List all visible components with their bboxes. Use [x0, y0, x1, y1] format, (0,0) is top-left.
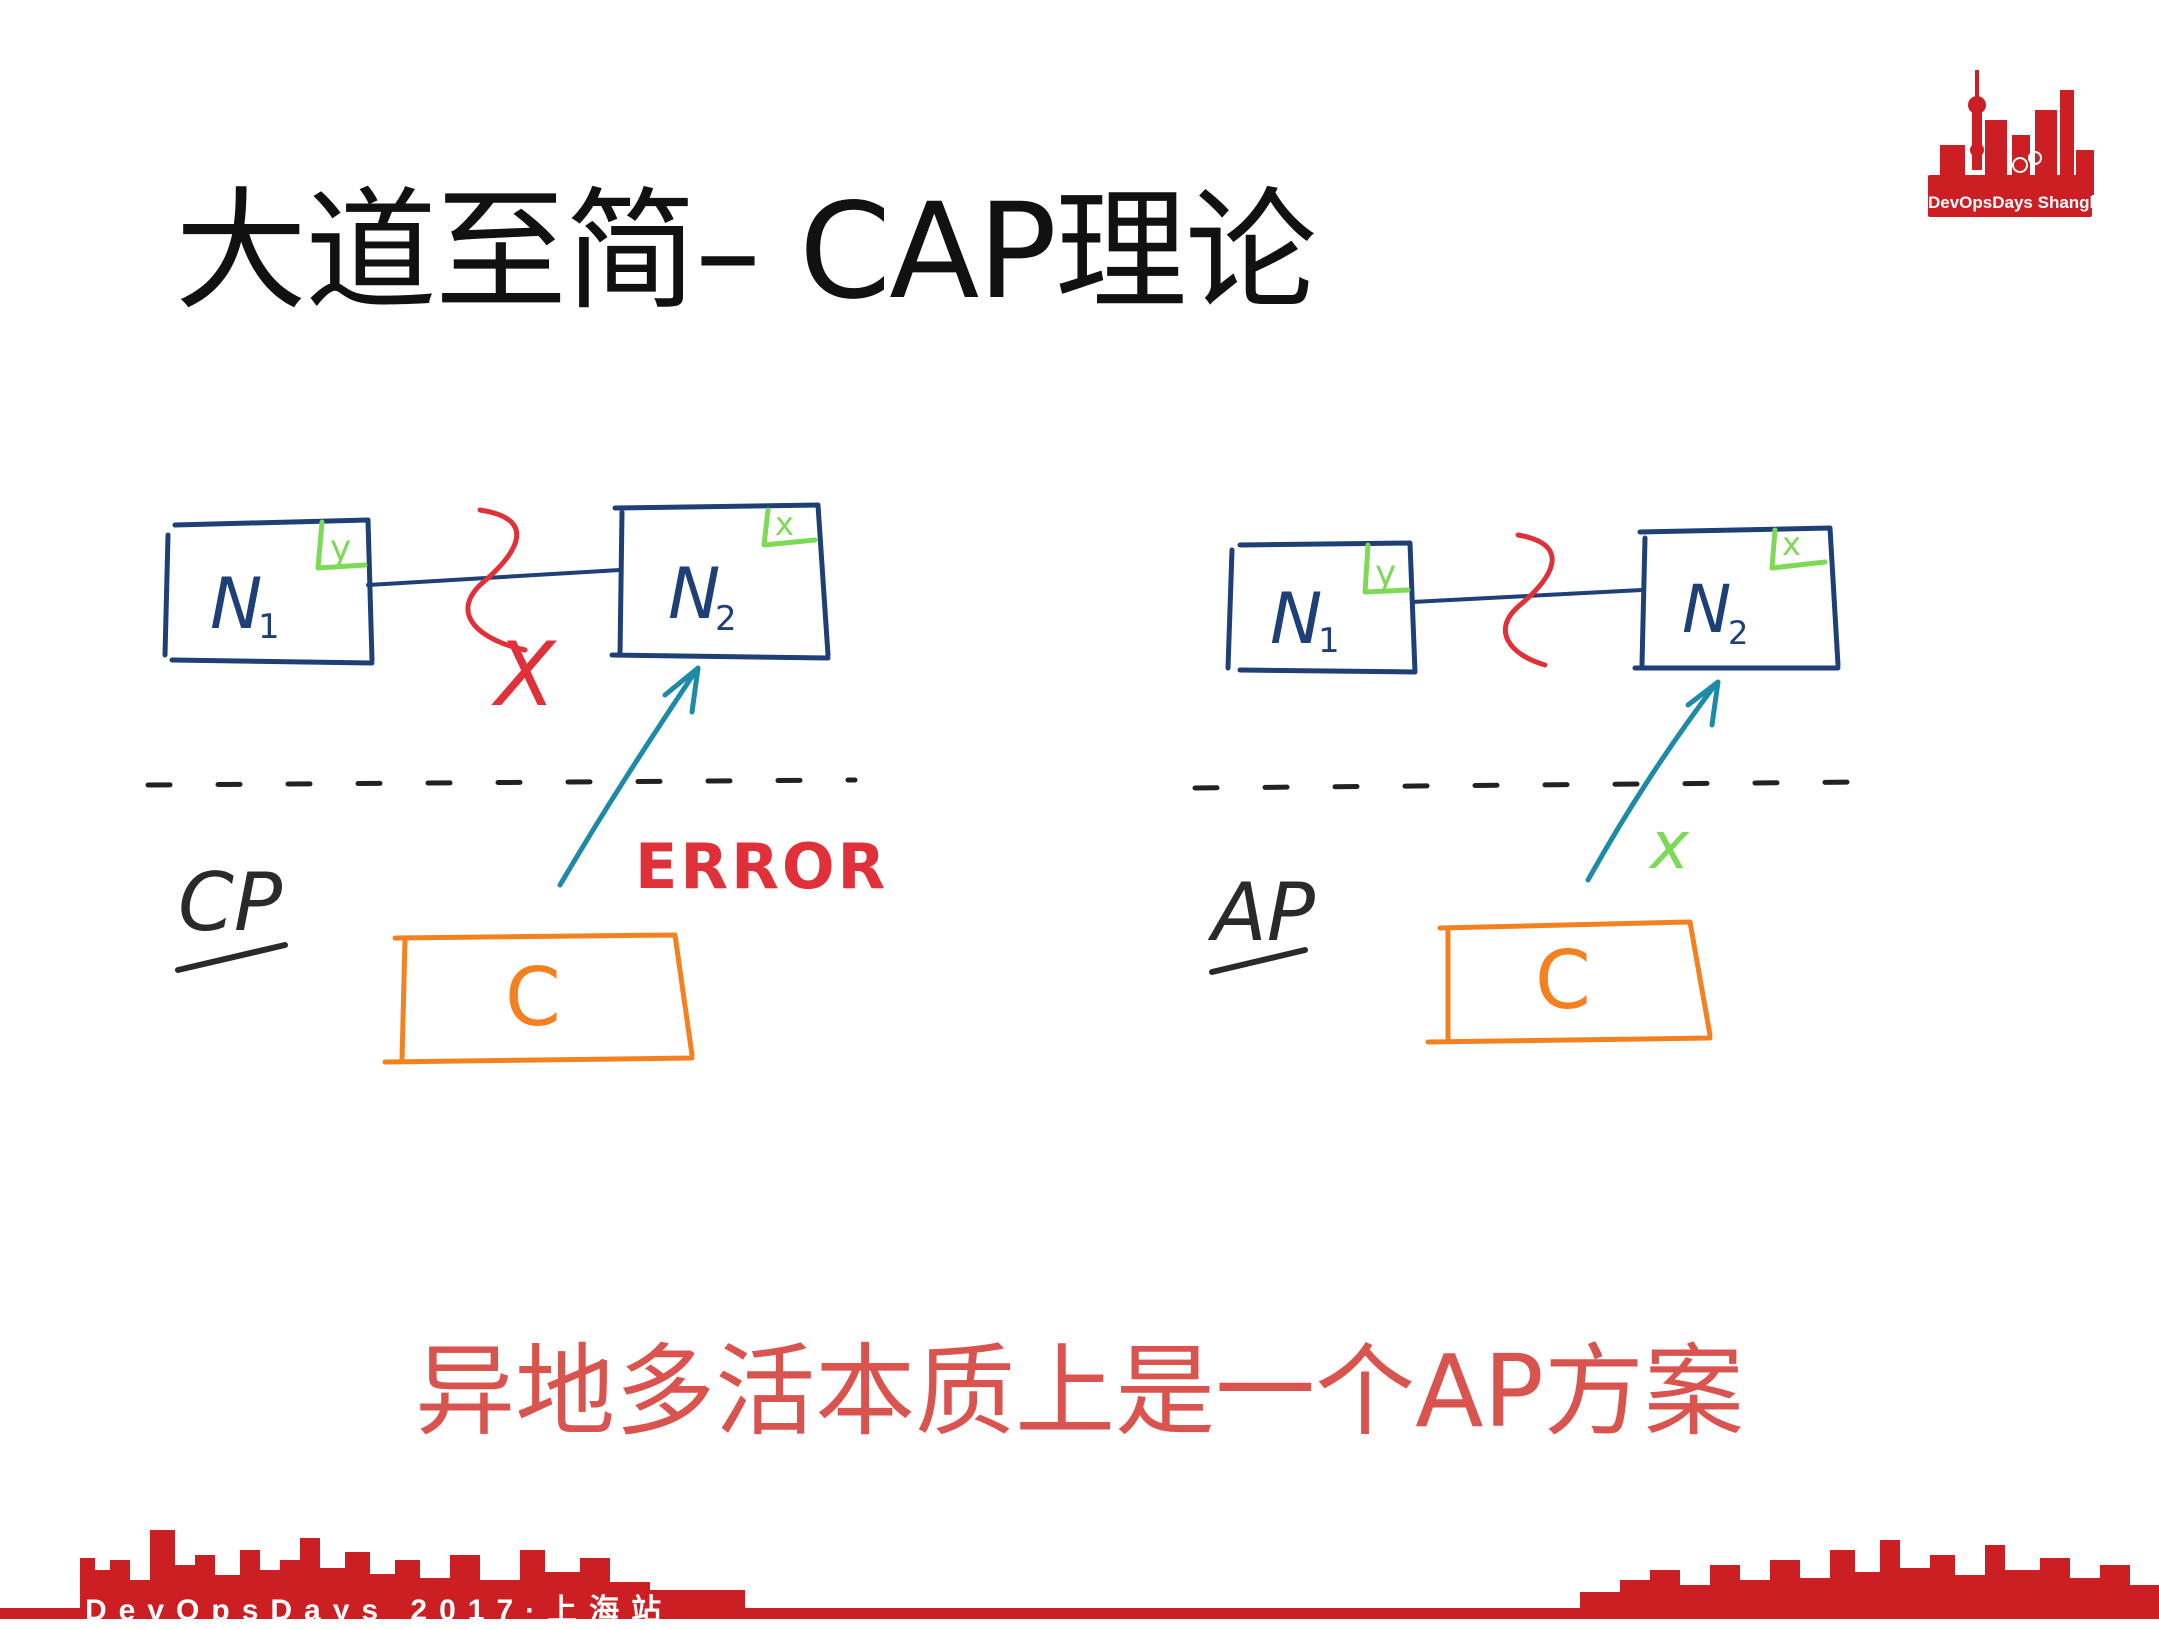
cp-link — [366, 568, 622, 587]
cp-node-1-tag: y — [330, 528, 351, 569]
ap-node-1-tag: y — [1375, 553, 1396, 594]
cp-label: CP — [178, 856, 283, 949]
cp-divider — [145, 777, 858, 788]
ap-label-underline — [1209, 947, 1308, 975]
slide-title: 大道至简– CAP理论 — [175, 175, 1317, 329]
ap-node-2-tag: x — [1782, 525, 1801, 563]
ap-node-2: x N 2 — [1632, 525, 1841, 671]
footer-skyline — [0, 1530, 2159, 1619]
logo-text: DevOpsDays Shanghai — [1928, 193, 2115, 212]
cp-node-1-label: N — [210, 563, 262, 645]
cp-node-2: x N 2 — [609, 502, 831, 661]
cp-node-2-sub: 2 — [715, 599, 737, 639]
cp-label-underline — [175, 942, 288, 973]
cp-client: C — [382, 932, 695, 1065]
ap-client: C — [1425, 919, 1713, 1045]
cp-node-2-label: N — [668, 553, 720, 635]
cp-partition-mark: X — [491, 623, 557, 726]
ap-divider — [1192, 779, 1863, 791]
devopsdays-logo — [1928, 70, 2094, 217]
ap-client-label: C — [1535, 934, 1591, 1027]
cp-client-label: C — [505, 951, 561, 1044]
ap-scenario: y N 1 x N 2 x C AP — [1192, 525, 1863, 1045]
cp-error-label: ERROR — [635, 830, 888, 903]
ap-node-1: y N 1 — [1225, 540, 1418, 675]
ap-node-1-sub: 1 — [1318, 621, 1340, 661]
cp-request-arrow — [557, 665, 701, 888]
ap-partition-line — [1502, 532, 1555, 668]
cp-node-1: y N 1 — [162, 517, 375, 666]
footer-text: DevOpsDays 2017·上海站 — [85, 1594, 674, 1627]
cp-scenario: y N 1 x N 2 X ERROR C CP — [145, 502, 888, 1065]
ap-label: AP — [1207, 866, 1316, 959]
cp-node-2-tag: x — [775, 505, 794, 543]
ap-response-label: x — [1648, 807, 1690, 884]
ap-node-2-label: N — [1682, 571, 1731, 648]
ap-request-arrow — [1585, 679, 1721, 883]
slide-conclusion: 异地多活本质上是一个AP方案 — [415, 1333, 1744, 1450]
ap-node-1-label: N — [1270, 578, 1322, 660]
ap-node-2-sub: 2 — [1728, 614, 1748, 652]
cp-node-1-sub: 1 — [258, 607, 280, 647]
cp-partition-line — [465, 507, 528, 653]
